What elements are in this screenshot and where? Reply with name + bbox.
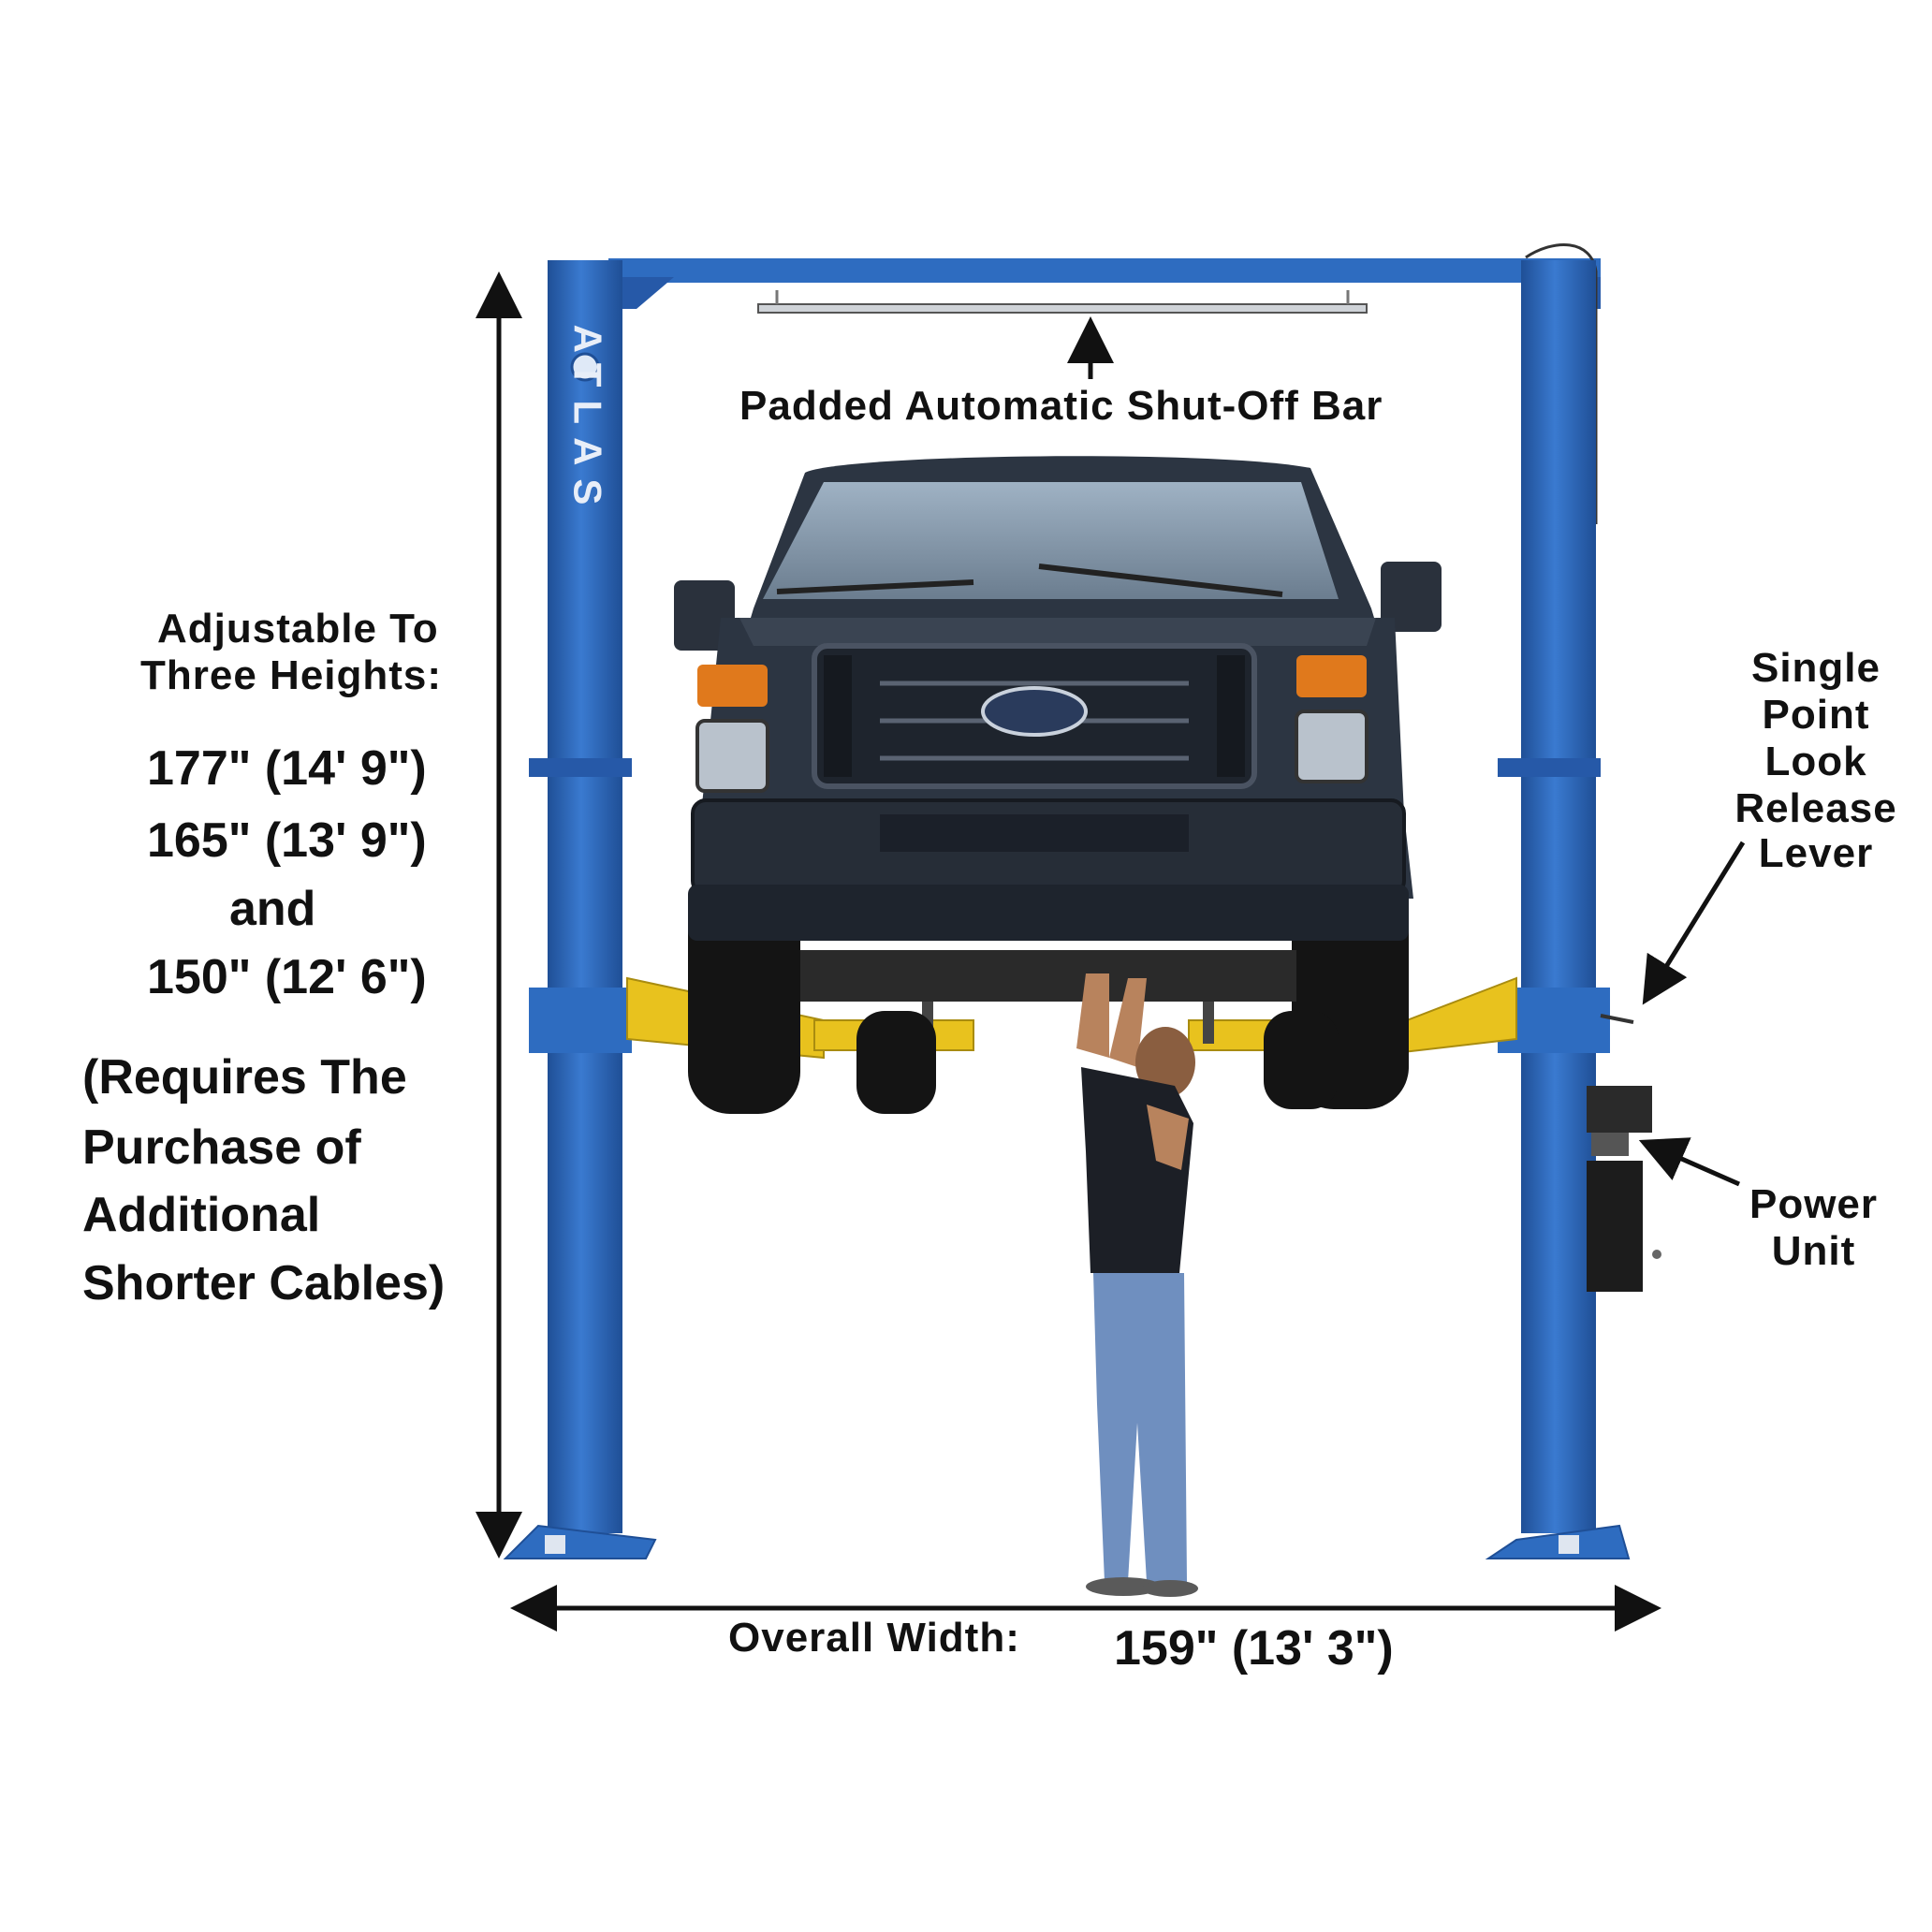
cable-note-line3: Additional (82, 1188, 321, 1242)
lock-release-pointer (1642, 841, 1746, 1005)
power-unit-pointer (1638, 1137, 1741, 1187)
van-headlight-left (697, 665, 768, 707)
van-mirror-right (1381, 562, 1442, 632)
beam-bracket-left (608, 277, 674, 309)
lock-release-line3: Look (1764, 739, 1867, 784)
shutoff-bar-label: Padded Automatic Shut-Off Bar (739, 383, 1383, 429)
van-badge (981, 686, 1088, 737)
heights-title-line2: Three Heights: (140, 652, 443, 698)
right-post (1521, 260, 1596, 1533)
lock-release-line4: Release (1734, 785, 1897, 831)
height-option-and: and (229, 882, 316, 936)
atlas-logo-text: ATLAS (566, 325, 610, 519)
left-post (548, 260, 622, 1533)
lock-release-line2: Point (1762, 692, 1870, 738)
power-unit-line1: Power (1749, 1181, 1879, 1227)
mechanic (1076, 973, 1198, 1597)
lock-release-line5: Lever (1758, 830, 1874, 876)
left-base-plate (503, 1524, 657, 1559)
lock-release-line1: Single (1750, 645, 1881, 691)
height-option-177: 177" (14' 9") (147, 741, 427, 796)
cable-note-line1: (Requires The (82, 1050, 407, 1105)
lift: ATLAS (503, 243, 1661, 1559)
mechanic-head (1135, 1027, 1195, 1098)
height-option-150: 150" (12' 6") (147, 950, 427, 1004)
lock-release-lever (1600, 1014, 1634, 1024)
height-option-165: 165" (13' 9") (147, 813, 427, 868)
dimension-arrows (476, 271, 1746, 1632)
power-unit-line2: Unit (1771, 1228, 1856, 1274)
power-unit (1587, 1086, 1661, 1292)
width-label: Overall Width: (728, 1615, 1020, 1661)
van-windshield (763, 482, 1339, 599)
cable-note-line2: Purchase of (82, 1120, 361, 1175)
van-headlight-right (1296, 655, 1367, 697)
mechanic-jeans (1093, 1273, 1187, 1582)
atlas-logo-badge (570, 352, 600, 382)
van (674, 456, 1442, 1114)
overhead-beam (608, 258, 1601, 283)
cable-note-line4: Shorter Cables) (82, 1256, 446, 1310)
mechanic-shirt (1081, 1067, 1193, 1273)
heights-title-line1: Adjustable To (157, 606, 439, 651)
shutoff-bar (757, 303, 1368, 314)
width-value: 159" (13' 3") (1114, 1621, 1394, 1676)
